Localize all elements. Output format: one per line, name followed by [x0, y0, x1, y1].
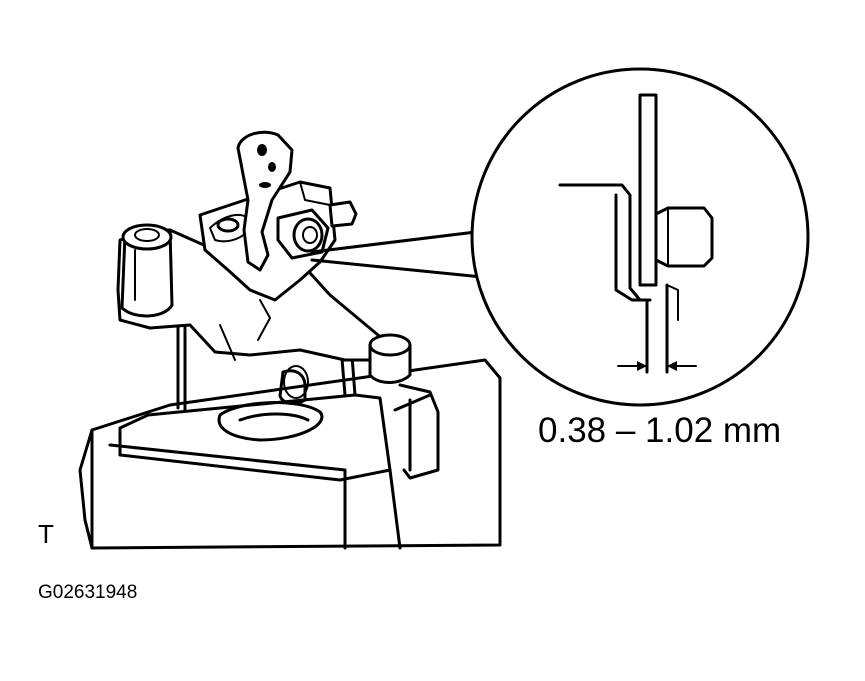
throttle-bore: [217, 401, 324, 442]
set-screw: [328, 200, 358, 228]
measurement-label: 0.38 – 1.02 mm: [538, 411, 781, 450]
detail-callout: [310, 67, 810, 407]
lever-hole-3: [259, 182, 271, 188]
callout-leader-lower: [310, 258, 494, 280]
stop-plate: [638, 93, 658, 287]
view-letter: T: [38, 519, 54, 549]
callout-leader-upper: [310, 228, 494, 254]
inlet-pipe-cap: [121, 223, 173, 251]
lever-bracket: [558, 183, 642, 302]
lever-hole-2: [268, 162, 276, 172]
lever-hole-1: [257, 144, 267, 156]
throttle-body-illustration: [78, 130, 502, 550]
side-bracket: [398, 383, 440, 480]
detail-bolt: [654, 206, 714, 268]
throttle-lever: [236, 130, 294, 272]
figure-code: G02631948: [38, 582, 137, 603]
housing-top-face: [118, 393, 392, 482]
